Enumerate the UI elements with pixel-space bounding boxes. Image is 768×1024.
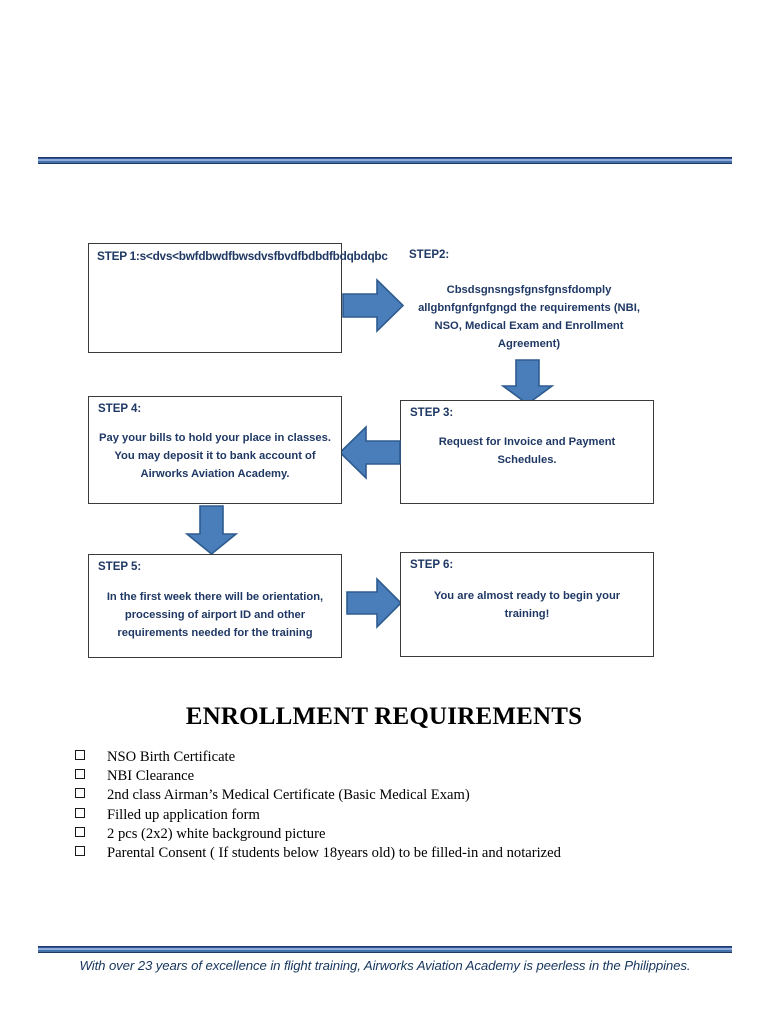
arrow-left-icon-step3-to-step4 — [338, 424, 402, 481]
footer-divider-rule — [38, 946, 732, 953]
arrow-down-icon-step2-to-step3 — [500, 358, 555, 406]
flow-step-box-step5[interactable]: STEP 5: In the first week there will be … — [88, 554, 342, 658]
flow-step-box-step4[interactable]: STEP 4: Pay your bills to hold your plac… — [88, 396, 342, 504]
arrow-right-icon-step5-to-step6 — [345, 577, 403, 629]
list-item-label: NSO Birth Certificate — [107, 749, 236, 765]
list-item-label: Filled up application form — [107, 806, 260, 823]
flow-step-label-step2: STEP2: — [409, 249, 450, 261]
footer-tagline: With over 23 years of excellence in flig… — [79, 958, 691, 973]
list-item-label: 2nd class Airman’s Medical Certificate (… — [107, 787, 470, 804]
checkbox-icon[interactable] — [75, 807, 85, 818]
flow-step-body-step2: Cbsdsgnsngsfgnsfgnsfdomply allgbnfgnfgnf… — [418, 284, 640, 351]
requirements-list: NSO Birth Certificate NBI Clearance 2nd … — [75, 749, 715, 864]
checkbox-icon[interactable] — [75, 826, 85, 837]
enrollment-flowchart: STEP 1:s<dvs<bwfdbwdfbwsdvsfbvdfbdbdfbdq… — [88, 243, 654, 658]
list-item: Filled up application form — [75, 807, 715, 826]
flow-step-label-step3: STEP 3: — [410, 407, 454, 419]
list-item-label: NBI Clearance — [107, 768, 195, 785]
header-divider-rule — [38, 157, 732, 164]
list-item-label: Parental Consent ( If students below 18y… — [107, 844, 561, 861]
list-item: 2 pcs (2x2) white background picture — [75, 826, 715, 845]
flow-step-label-step5: STEP 5: — [98, 561, 142, 573]
flow-step-label-step4: STEP 4: — [98, 403, 142, 415]
list-item: NBI Clearance — [75, 768, 715, 787]
checkbox-icon[interactable] — [75, 750, 85, 760]
list-item: Parental Consent ( If students below 18y… — [75, 845, 715, 864]
flow-step-label-step1: STEP 1:s<dvs<bwfdbwdfbwsdvsfbvdfbdbdfbdq… — [97, 249, 388, 263]
checkbox-icon[interactable] — [75, 769, 85, 780]
flow-step-label-step6: STEP 6: — [410, 559, 454, 571]
flow-step-box-step6[interactable]: STEP 6: You are almost ready to begin yo… — [400, 552, 654, 657]
checkbox-icon[interactable] — [75, 788, 85, 799]
flow-step-body-step4: Pay your bills to hold your place in cla… — [99, 432, 331, 481]
checkbox-icon[interactable] — [75, 845, 85, 856]
list-item: 2nd class Airman’s Medical Certificate (… — [75, 787, 715, 806]
flow-step-body-step3: Request for Invoice and Payment Schedule… — [438, 436, 616, 467]
arrow-down-icon-step4-to-step5 — [184, 504, 239, 556]
list-item-label: 2 pcs (2x2) white background picture — [107, 825, 326, 842]
flow-step-box-step1[interactable] — [88, 243, 342, 353]
flow-step-body-step5: In the first week there will be orientat… — [106, 591, 324, 640]
flow-step-body-step6: You are almost ready to begin your train… — [433, 590, 621, 621]
flow-step-box-step3[interactable]: STEP 3: Request for Invoice and Payment … — [400, 400, 654, 504]
requirements-heading: ENROLLMENT REQUIREMENTS — [185, 703, 583, 730]
arrow-right-icon-step1-to-step2 — [341, 277, 405, 334]
list-item: NSO Birth Certificate — [75, 749, 715, 768]
